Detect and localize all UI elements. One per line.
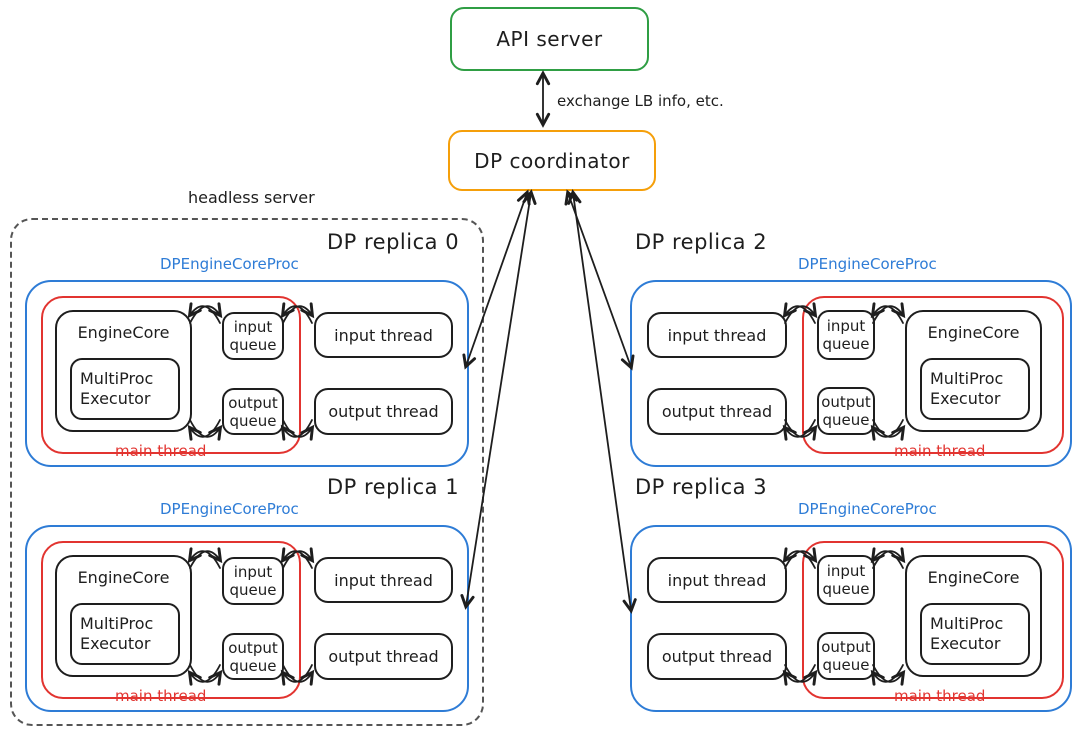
dpenginecoreproc-label: DPEngineCoreProc: [160, 255, 299, 273]
api-server-node: API server: [450, 7, 649, 71]
dpenginecoreproc-label: DPEngineCoreProc: [160, 500, 299, 518]
main-thread-box: [41, 541, 301, 699]
dp-replica-1: DP replica 1 DPEngineCoreProc EngineCore…: [10, 473, 480, 712]
dpenginecoreproc-box: EngineCore MultiProc Executor input queu…: [25, 525, 469, 712]
replica-title: DP replica 1: [327, 475, 460, 499]
input-queue-node: input queue: [817, 310, 875, 360]
input-queue-node: input queue: [817, 555, 875, 605]
output-thread-node: output thread: [647, 633, 787, 680]
engine-core-node: EngineCore MultiProc Executor: [905, 555, 1042, 677]
main-thread-label: main thread: [115, 687, 207, 705]
multiproc-executor-node: MultiProc Executor: [920, 358, 1030, 420]
dp-replica-3: DP replica 3 DPEngineCoreProc input thre…: [620, 473, 1080, 712]
multiproc-executor-node: MultiProc Executor: [920, 603, 1030, 665]
output-thread-node: output thread: [314, 388, 453, 435]
engine-core-node: EngineCore MultiProc Executor: [55, 310, 192, 432]
replica-title: DP replica 0: [327, 230, 460, 254]
engine-core-label: EngineCore: [927, 568, 1020, 587]
replica-title: DP replica 3: [635, 475, 768, 499]
engine-core-label: EngineCore: [77, 323, 170, 342]
input-thread-node: input thread: [314, 312, 453, 358]
dpenginecoreproc-label: DPEngineCoreProc: [798, 500, 937, 518]
main-thread-box: [41, 296, 301, 454]
dp-coordinator-node: DP coordinator: [448, 130, 656, 191]
dpenginecoreproc-label: DPEngineCoreProc: [798, 255, 937, 273]
output-queue-node: output queue: [222, 633, 284, 680]
multiproc-executor-node: MultiProc Executor: [70, 358, 180, 420]
input-thread-node: input thread: [314, 557, 453, 603]
output-queue-node: output queue: [817, 387, 875, 435]
dp-replica-0: DP replica 0 DPEngineCoreProc EngineCore…: [10, 228, 480, 467]
output-queue-node: output queue: [817, 632, 875, 680]
multiproc-executor-node: MultiProc Executor: [70, 603, 180, 665]
api-server-label: API server: [496, 27, 603, 51]
output-thread-node: output thread: [647, 388, 787, 435]
dpenginecoreproc-box: EngineCore MultiProc Executor input queu…: [25, 280, 469, 467]
input-thread-node: input thread: [647, 312, 787, 358]
dp-replica-2: DP replica 2 DPEngineCoreProc input thre…: [620, 228, 1080, 467]
engine-core-node: EngineCore MultiProc Executor: [905, 310, 1042, 432]
engine-core-label: EngineCore: [77, 568, 170, 587]
headless-server-label: headless server: [188, 188, 315, 207]
dpenginecoreproc-box: input thread output thread input queue o…: [630, 525, 1072, 712]
input-thread-node: input thread: [647, 557, 787, 603]
engine-core-label: EngineCore: [927, 323, 1020, 342]
exchange-lb-label: exchange LB info, etc.: [557, 92, 724, 110]
input-queue-node: input queue: [222, 312, 284, 360]
dpenginecoreproc-box: input thread output thread input queue o…: [630, 280, 1072, 467]
main-thread-label: main thread: [894, 687, 986, 705]
dp-coordinator-label: DP coordinator: [474, 148, 630, 173]
main-thread-box: [802, 296, 1064, 454]
output-queue-node: output queue: [222, 388, 284, 435]
replica-title: DP replica 2: [635, 230, 768, 254]
output-thread-node: output thread: [314, 633, 453, 680]
main-thread-label: main thread: [115, 442, 207, 460]
input-queue-node: input queue: [222, 557, 284, 605]
main-thread-label: main thread: [894, 442, 986, 460]
main-thread-box: [802, 541, 1064, 699]
engine-core-node: EngineCore MultiProc Executor: [55, 555, 192, 677]
